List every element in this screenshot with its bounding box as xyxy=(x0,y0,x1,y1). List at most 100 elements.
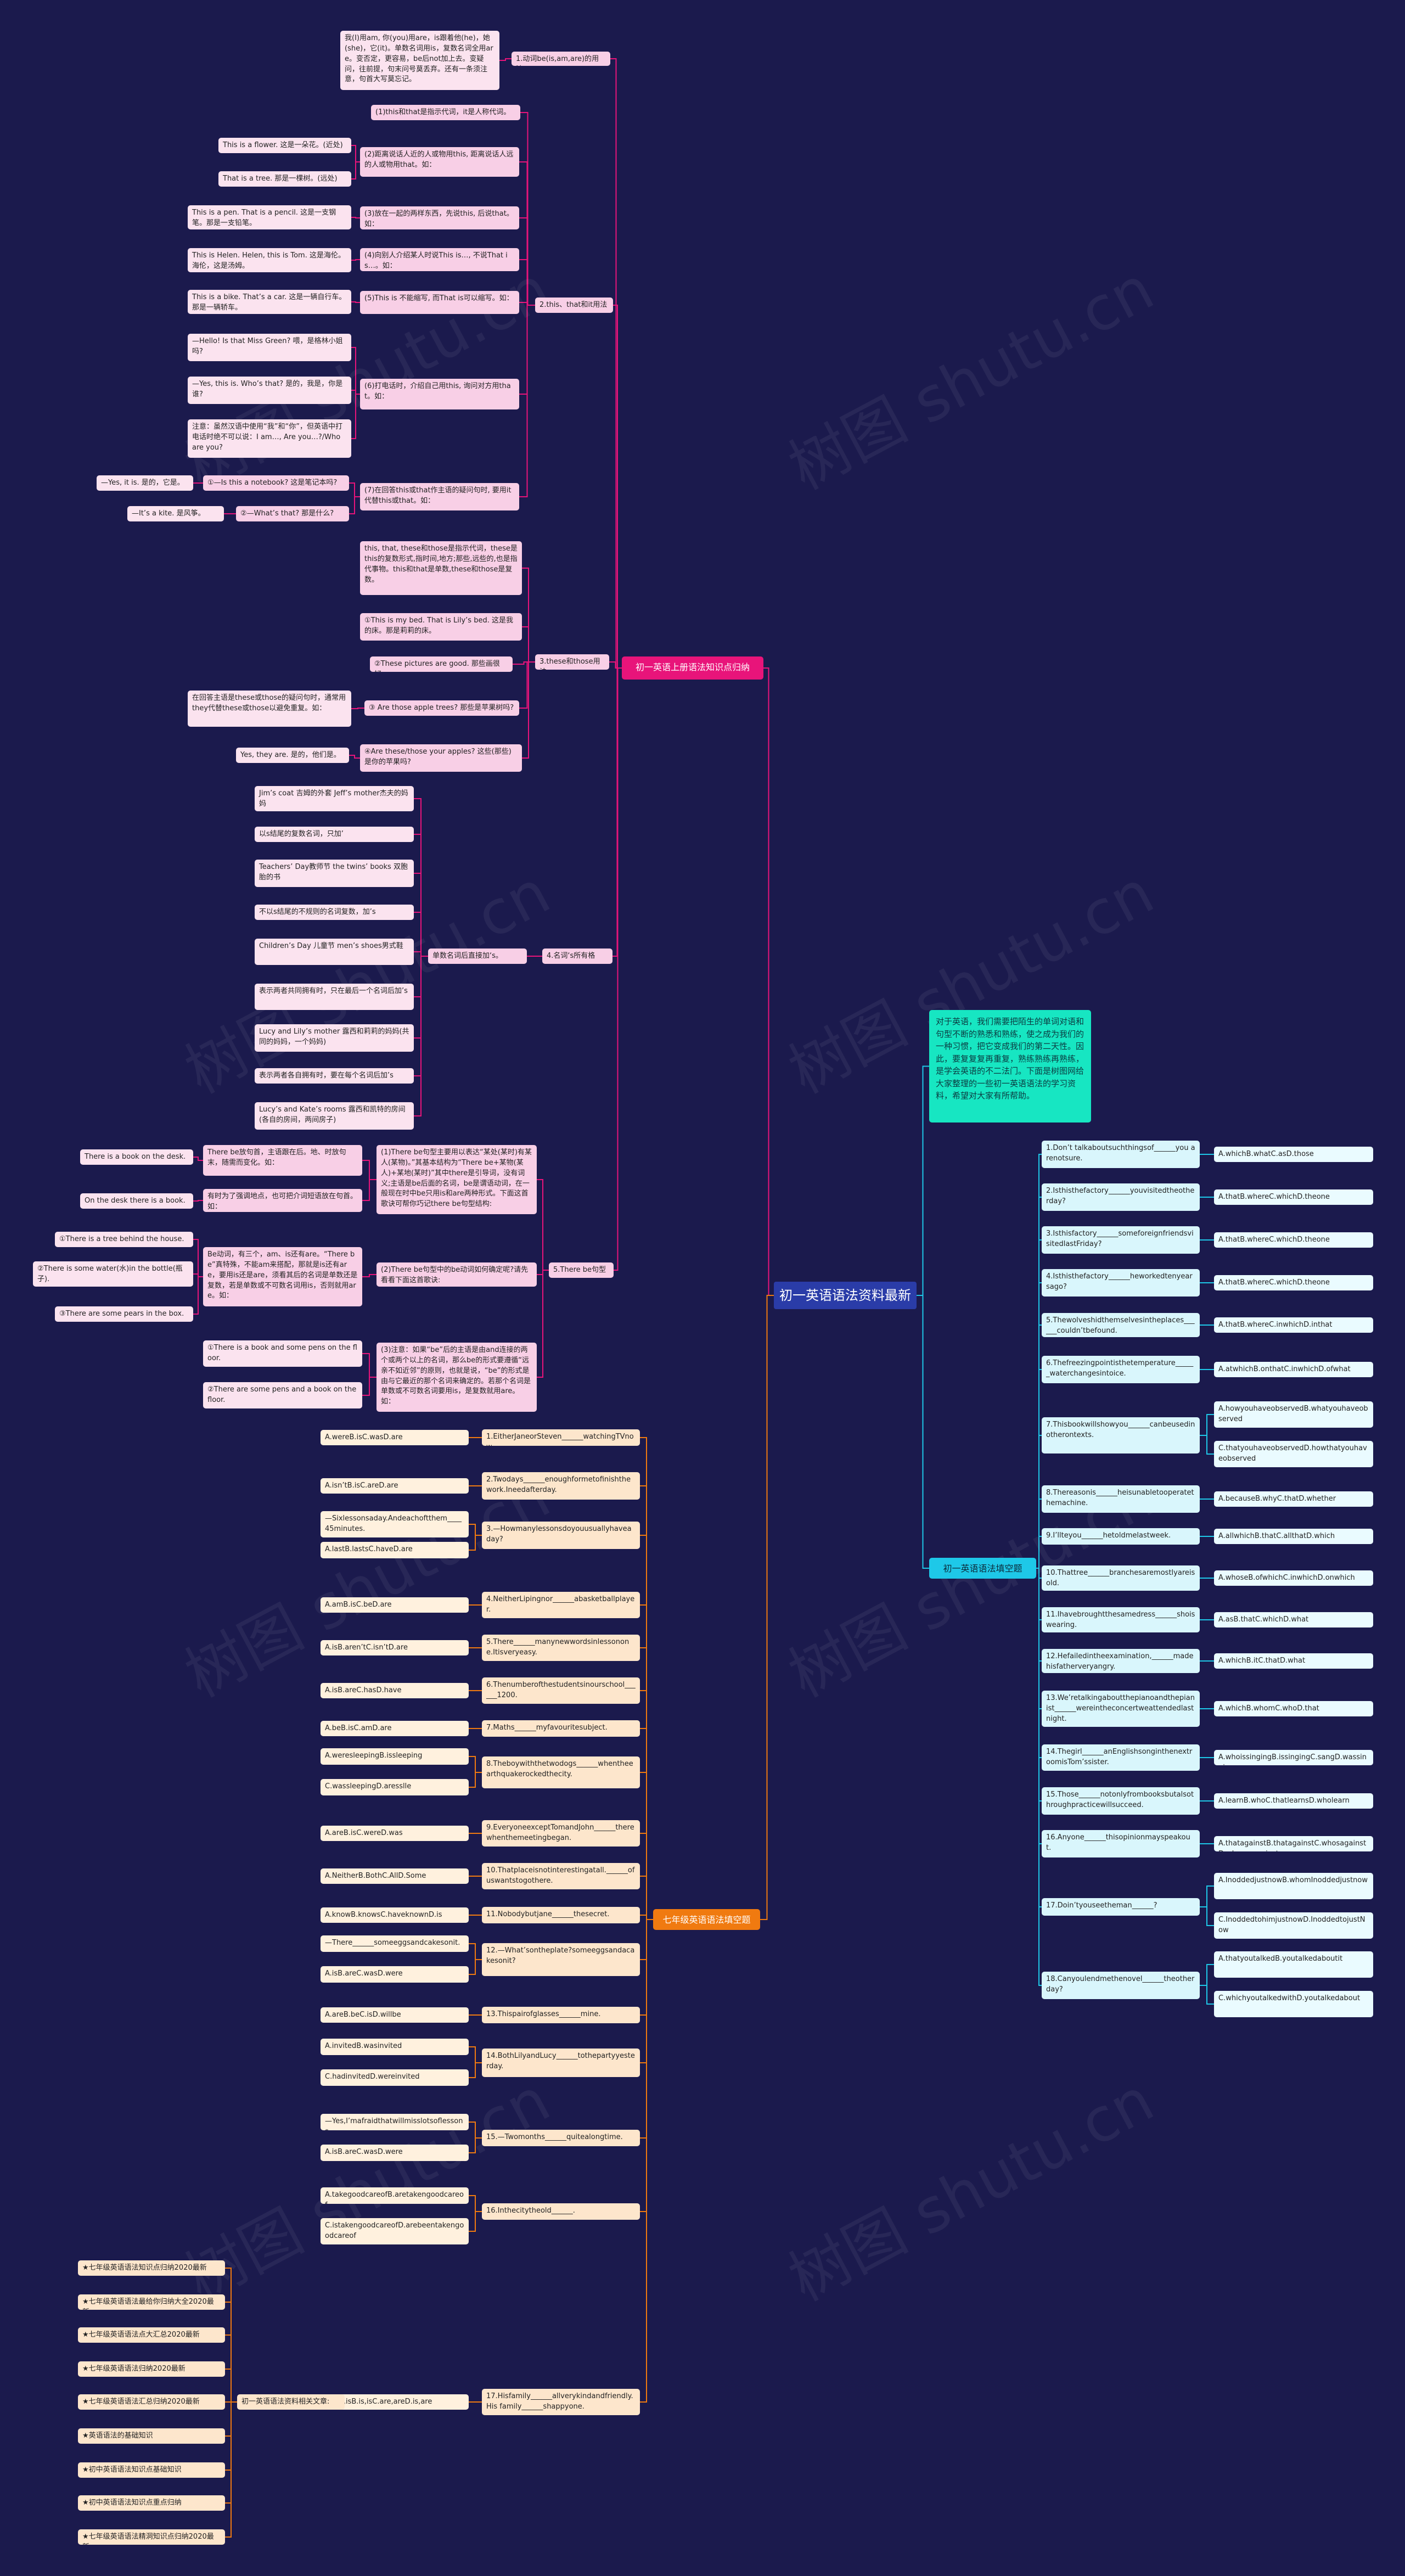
branch-grammar-summary[interactable]: 初一英语上册语法知识点归纳 xyxy=(622,656,763,680)
pink-s3-example[interactable]: 在回答主语是these或those的疑问句时，通常用they代替these或th… xyxy=(188,691,351,727)
cyan-answer-option[interactable]: C.thatyouhaveobservedD.howthatyouhaveobs… xyxy=(1214,1441,1373,1467)
cyan-answer-option[interactable]: A.thatagainstB.thatagainstC.whosagainstD… xyxy=(1214,1836,1373,1851)
pink-s4-item[interactable]: 表示两者各自拥有时，要在每个名词后加’s xyxy=(255,1068,414,1084)
cyan-question[interactable]: 12.Hefailedintheexamination,______madehi… xyxy=(1042,1649,1200,1673)
orange-answer-option[interactable]: C.istakengoodcareofD.arebeentakengoodcar… xyxy=(321,2218,469,2244)
cyan-answer-option[interactable]: A.becauseB.whyC.thatD.whether xyxy=(1214,1491,1373,1507)
cyan-answer-option[interactable]: A.thatB.whereC.whichD.theone xyxy=(1214,1275,1373,1290)
pink-s4-item[interactable]: 不以s结尾的不规则的名词复数，加’s xyxy=(255,905,414,920)
cyan-answer-option[interactable]: A.atwhichB.onthatC.inwhichD.ofwhat xyxy=(1214,1362,1373,1377)
orange-question[interactable]: 7.Maths______myfavouritesubject. xyxy=(482,1720,640,1737)
orange-answer-option[interactable]: A.lastB.lastsC.haveD.are xyxy=(321,1542,469,1558)
cyan-answer-option[interactable]: A.asB.thatC.whichD.what xyxy=(1214,1612,1373,1627)
related-article-link[interactable]: ★七年级英语语法汇总归纳2020最新 xyxy=(78,2394,225,2410)
pink-s2-question[interactable]: ①—Is this a notebook? 这是笔记本吗? xyxy=(203,475,349,491)
pink-s2-item[interactable]: (5)This is 不能缩写, 而That is可以缩写。如： xyxy=(360,291,519,314)
orange-answer-option[interactable]: A.knowB.knowsC.haveknownD.is xyxy=(321,1907,469,1923)
pink-s5-example[interactable]: ②There is some water(水)in the bottle(瓶子)… xyxy=(33,1261,193,1287)
cyan-answer-option[interactable]: A.allwhichB.thatC.allthatD.which xyxy=(1214,1529,1373,1544)
cyan-question[interactable]: 15.Those______notonlyfrombooksbutalsothr… xyxy=(1042,1787,1200,1815)
orange-answer-option[interactable]: A.isB.areC.hasD.have xyxy=(321,1683,469,1698)
pink-s4-item[interactable]: Children’s Day 儿童节 men’s shoes男式鞋 xyxy=(255,939,414,965)
cyan-question[interactable]: 9.I’llteyou______hetoldmelastweek. xyxy=(1042,1528,1200,1545)
pink-s4-item[interactable]: 表示两者共同拥有时，只在最后一个名词后加’s xyxy=(255,984,414,1010)
orange-question[interactable]: 5.There______manynewwordsinlessonone.Iti… xyxy=(482,1635,640,1661)
pink-s3-item[interactable]: ②These pictures are good. 那些画很好。 xyxy=(370,656,513,672)
related-article-link[interactable]: ★七年级英语语法知识点归纳2020最新 xyxy=(78,2260,225,2276)
cyan-answer-option[interactable]: A.thatB.whereC.whichD.theone xyxy=(1214,1189,1373,1205)
orange-answer-option[interactable]: —Yes,I’mafraidthatwillmisslotsoflessons. xyxy=(321,2114,469,2130)
pink-s2-item[interactable]: (7)在回答this或that作主语的疑问句时, 要用it代替this或that… xyxy=(360,483,519,510)
pink-s3-item[interactable]: ④Are these/those your apples? 这些(那些)是你的苹… xyxy=(360,744,522,772)
intro-text[interactable]: 对于英语，我们需要把陌生的单词对语和句型不断的熟悉和熟练，使之成为我们的一种习惯… xyxy=(929,1010,1091,1123)
pink-s5-example[interactable]: On the desk there is a book. xyxy=(80,1193,193,1209)
pink-s2-example[interactable]: —Hello! Is that Miss Green? 喂，是格林小姐吗? xyxy=(188,334,351,361)
pink-s5-example[interactable]: ③There are some pears in the box. xyxy=(55,1306,193,1322)
pink-s2-example[interactable]: 注意：虽然汉语中使用“我”和“你”，但英语中打电话时绝不可以说：I am…, A… xyxy=(188,419,351,458)
pink-s1-note[interactable]: 我(I)用am, 你(you)用are，is跟着他(he)，她(she)，它(i… xyxy=(340,31,499,90)
pink-s5-example[interactable]: ①There is a tree behind the house. xyxy=(55,1232,193,1247)
orange-question[interactable]: 12.—What’sontheplate?someeggsandacakeson… xyxy=(482,1943,640,1976)
pink-s2-question[interactable]: ②—What’s that? 那是什么? xyxy=(236,506,349,521)
pink-s5-item[interactable]: (3)注意：如果“be”后的主语是由and连接的两个或两个以上的名词，那么be的… xyxy=(376,1343,537,1412)
pink-section-4[interactable]: 4.名词‘s所有格 xyxy=(542,949,612,964)
related-article-link[interactable]: ★七年级英语语法点大汇总2020最新 xyxy=(78,2327,225,2343)
pink-s5-detail[interactable]: Be动词，有三个，am、is还有are。“There be”真特殊，不能am来搭… xyxy=(203,1247,362,1306)
orange-answer-option[interactable]: A.isB.areC.wasD.were xyxy=(321,1966,469,1983)
pink-s3-item[interactable]: ③ Are those apple trees? 那些是苹果树吗? xyxy=(364,700,519,716)
cyan-question[interactable]: 11.Ihavebroughtthesamedress______shoiswe… xyxy=(1042,1607,1200,1632)
orange-answer-option[interactable]: A.beB.isC.amD.are xyxy=(321,1721,469,1736)
orange-question[interactable]: 1.EitherJaneorSteven______watchingTVnow. xyxy=(482,1429,640,1446)
root-topic[interactable]: 初一英语语法资料最新 xyxy=(774,1282,917,1309)
related-article-link[interactable]: ★七年级英语语法归纳2020最新 xyxy=(78,2361,225,2377)
cyan-question[interactable]: 18.Canyoulendmethenovel______theotherday… xyxy=(1042,1972,1200,1999)
pink-s2-example[interactable]: —Yes, this is. Who’s that? 是的，我是，你是谁? xyxy=(188,377,351,404)
cyan-question[interactable]: 1.Don’t talkaboutsuchthingsof______you a… xyxy=(1042,1141,1200,1168)
cyan-question[interactable]: 4.Isthisthefactory______heworkedtenyears… xyxy=(1042,1269,1200,1297)
pink-s5-example[interactable]: ①There is a book and some pens on the fl… xyxy=(203,1340,362,1367)
orange-answer-option[interactable]: A.wereB.isC.wasD.are xyxy=(321,1430,469,1445)
pink-s5-detail[interactable]: There be放句首，主语跟在后。地、时放句末，随需而变化。如： xyxy=(203,1145,362,1176)
orange-question[interactable]: 17.Hisfamily______allverykindandfriendly… xyxy=(482,2389,640,2415)
orange-answer-option[interactable]: —There______someeggsandcakesonit. xyxy=(321,1935,469,1952)
pink-s2-item[interactable]: (1)this和that是指示代词，it是人称代词。 xyxy=(371,105,520,120)
pink-s2-answer[interactable]: —It’s a kite. 是风筝。 xyxy=(127,506,224,521)
orange-question[interactable]: 9.EveryoneexceptTomandJohn______therewhe… xyxy=(482,1820,640,1847)
orange-question[interactable]: 4.NeitherLipingnor______abasketballplaye… xyxy=(482,1592,640,1618)
pink-section-3[interactable]: 3.these和those用法 xyxy=(535,654,609,670)
pink-s3-example[interactable]: Yes, they are. 是的，他们是。 xyxy=(236,748,349,763)
related-article-link[interactable]: ★七年级英语语法精洞知识点归纳2020最新 xyxy=(78,2529,225,2545)
pink-s2-example[interactable]: This is Helen. Helen, this is Tom. 这是海伦。… xyxy=(188,248,351,272)
orange-answer-option[interactable]: A.invitedB.wasinvited xyxy=(321,2039,469,2055)
orange-answer-option[interactable]: A.isn’tB.isC.areD.are xyxy=(321,1478,469,1494)
related-article-link[interactable]: ★英语语法的基础知识 xyxy=(78,2428,225,2444)
pink-s4-item[interactable]: Teachers’ Day教师节 the twins’ books 双胞胎的书 xyxy=(255,860,414,887)
pink-s4-item[interactable]: Lucy and Lily’s mother 露西和莉莉的妈妈(共同的妈妈，一个… xyxy=(255,1024,414,1052)
pink-s5-item[interactable]: (1)There be句型主要用以表达“某处(某时)有某人(某物)。”其基本结构… xyxy=(376,1145,537,1214)
cyan-question[interactable]: 10.Thattree______branchesaremostlyareiso… xyxy=(1042,1565,1200,1591)
related-article-link[interactable]: ★初中英语语法知识点重点归纳 xyxy=(78,2495,225,2511)
pink-s2-answer[interactable]: —Yes, it is. 是的，它是。 xyxy=(97,475,193,491)
pink-s2-item[interactable]: (2)距离说话人近的人或物用this, 距离说话人远的人或物用that。如： xyxy=(360,147,519,177)
orange-answer-option[interactable]: C.wassleepingD.aresslle xyxy=(321,1779,469,1795)
cyan-question[interactable]: 16.Anyone______thisopinionmayspeakout. xyxy=(1042,1830,1200,1857)
related-article-link[interactable]: ★七年级英语语法最给你归纳大全2020最新 xyxy=(78,2294,225,2310)
cyan-question[interactable]: 6.Thefreezingpointisthetemperature______… xyxy=(1042,1356,1200,1383)
orange-question[interactable]: 14.BothLilyandLucy______tothepartyyester… xyxy=(482,2049,640,2077)
cyan-question[interactable]: 14.Thegirl______anEnglishsonginthenextro… xyxy=(1042,1744,1200,1771)
cyan-answer-option[interactable]: A.InoddedjustnowB.whomInoddedjustnow xyxy=(1214,1873,1373,1899)
cyan-answer-option[interactable]: A.howyouhaveobservedB.whatyouhaveobserve… xyxy=(1214,1401,1373,1428)
orange-answer-option[interactable]: —Sixlessonsaday.Andeachoftthem____45minu… xyxy=(321,1511,469,1537)
orange-answer-option[interactable]: A.takegoodcareofB.aretakengoodcareof xyxy=(321,2187,469,2204)
pink-s2-item[interactable]: (6)打电话时，介绍自己用this, 询问对方用that。如： xyxy=(360,379,519,409)
pink-s5-example[interactable]: There is a book on the desk. xyxy=(80,1149,193,1165)
pink-s5-detail[interactable]: 有时为了强调地点，也可把介词短语放在句首。如： xyxy=(203,1189,362,1212)
pink-s4-item[interactable]: Jim’s coat 吉姆的外套 Jeff’s mother杰夫的妈妈 xyxy=(255,786,414,811)
pink-s4-hub[interactable]: 单数名词后直接加‘s。 xyxy=(428,949,527,964)
orange-question[interactable]: 3.—Howmanylessonsdoyouusuallyhaveaday? xyxy=(482,1522,640,1549)
orange-answer-option[interactable]: A.are,isB.is,isC.are,areD.is,are xyxy=(321,2394,469,2410)
orange-question[interactable]: 10.Thatplaceisnotinterestingatall.______… xyxy=(482,1863,640,1889)
cyan-answer-option[interactable]: A.whichB.whomC.whoD.that xyxy=(1214,1701,1373,1716)
orange-answer-option[interactable]: A.isB.areC.wasD.were xyxy=(321,2145,469,2161)
related-articles-hub[interactable]: 初一英语语法资料相关文章: xyxy=(237,2394,345,2410)
